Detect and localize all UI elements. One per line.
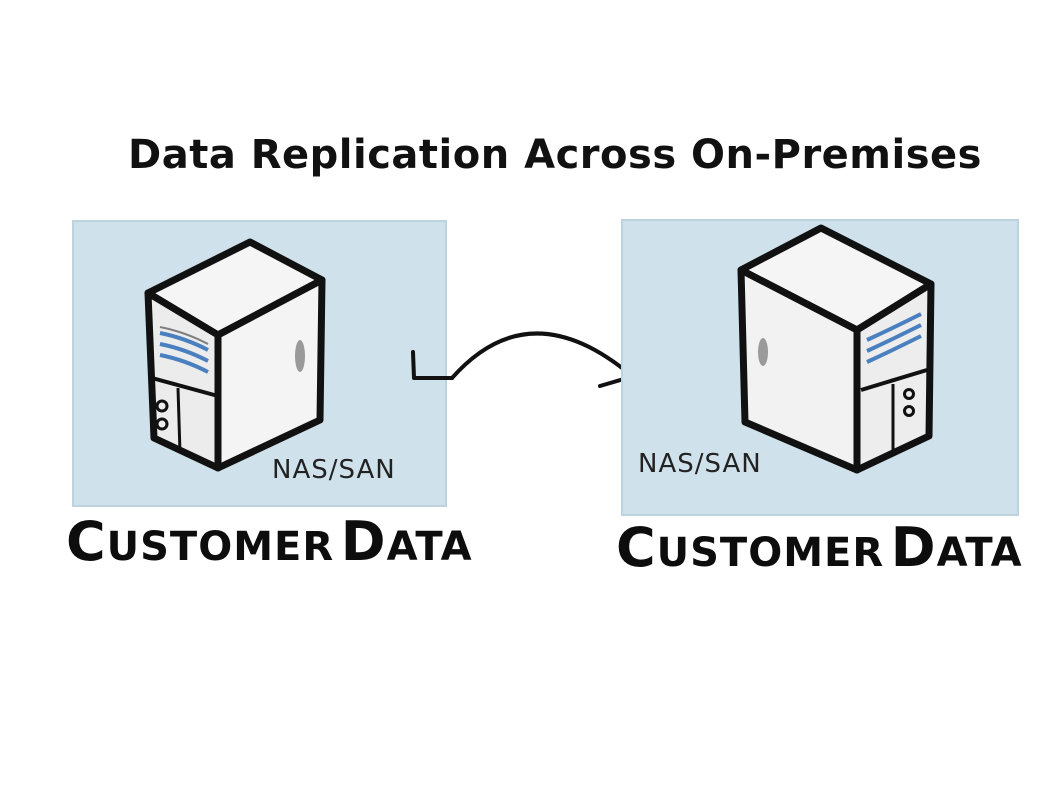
right-caption-rest-2: ATA	[936, 530, 1023, 576]
left-server-icon	[144, 238, 326, 472]
right-caption-rest-1: USTOMER	[656, 530, 885, 576]
right-device-label: NAS/SAN	[638, 449, 762, 479]
left-caption-rest-1: USTOMER	[106, 524, 335, 570]
diagram-title: Data Replication Across On-Premises	[128, 132, 982, 178]
right-server-icon	[737, 224, 935, 474]
left-device-label: NAS/SAN	[272, 455, 396, 485]
right-caption: CUSTOMER DATA	[616, 516, 1023, 579]
left-caption-initial-1: C	[66, 510, 107, 573]
left-caption-initial-2: D	[340, 510, 387, 573]
right-caption-initial-1: C	[616, 516, 657, 579]
right-caption-initial-2: D	[890, 516, 937, 579]
left-caption: CUSTOMER DATA	[66, 510, 473, 573]
left-caption-rest-2: ATA	[386, 524, 473, 570]
replication-arrow	[411, 331, 636, 388]
